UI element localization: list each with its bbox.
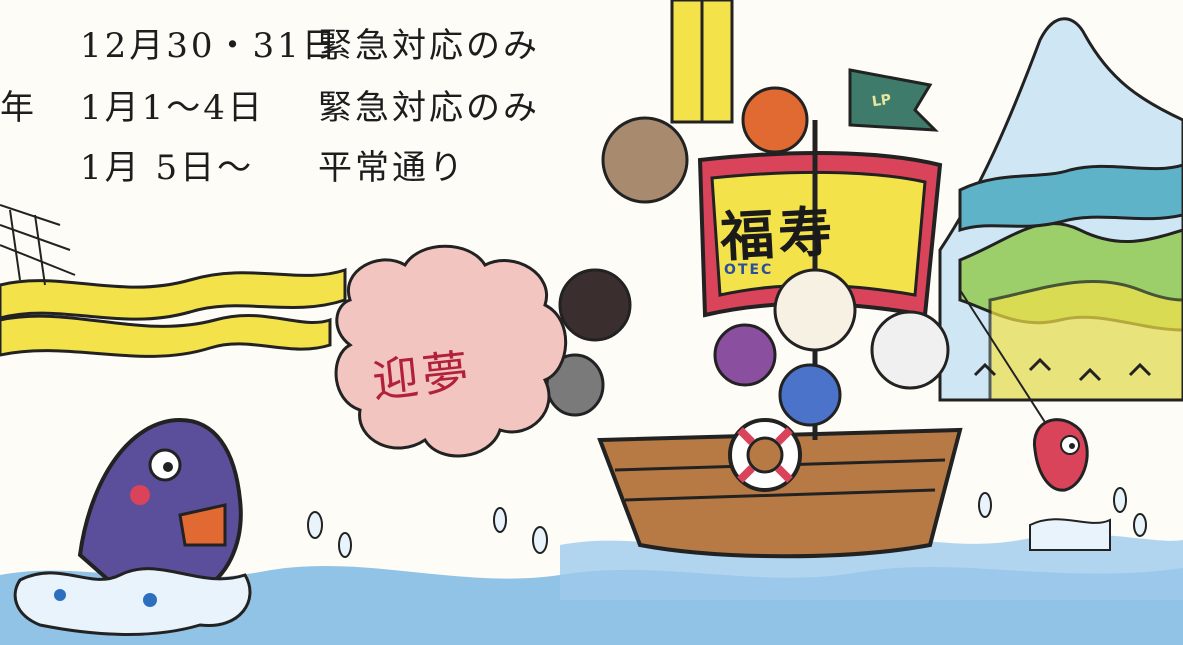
yellow-pole	[670, 0, 734, 124]
dream-cloud	[334, 244, 568, 458]
red-fish	[959, 289, 1111, 551]
treasure-ship	[545, 68, 963, 559]
mountains	[938, 17, 1183, 402]
sail-main-text: 福寿	[718, 199, 838, 269]
schedule-date: 12月30・31日	[80, 26, 339, 66]
schedule-status: 緊急対応のみ	[318, 26, 540, 66]
hatched-fragment	[0, 204, 76, 286]
schedule-date: 1月 5日〜	[80, 148, 255, 188]
schedule-line-1: 12月30・31日緊急対応のみ	[80, 18, 540, 67]
cloud-text: 迎夢	[369, 343, 475, 409]
schedule-status: 平常通り	[318, 148, 466, 188]
schedule-status: 緊急対応のみ	[318, 88, 540, 128]
schedule-date: 1月1〜4日	[80, 88, 265, 128]
birds	[973, 357, 1152, 382]
schedule-line-2: 年 1月1〜4日 緊急対応のみ	[0, 80, 540, 129]
sail-sub-text: OTEC	[724, 262, 774, 278]
yellow-wave-band	[0, 267, 347, 358]
schedule-line-3: 1月 5日〜 平常通り	[80, 140, 466, 189]
flag-text: LP	[870, 91, 893, 111]
shark	[13, 417, 252, 636]
water-splashes	[307, 487, 1147, 558]
schedule-prefix: 年	[0, 88, 37, 128]
